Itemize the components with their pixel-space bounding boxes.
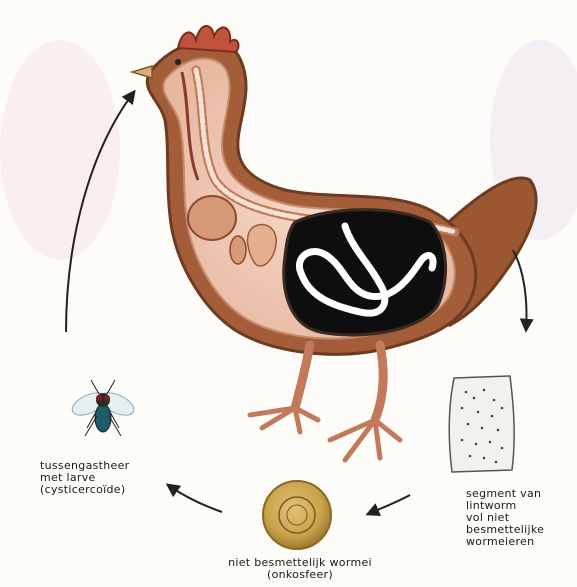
tapeworm-segment-icon [449, 376, 514, 472]
fly-icon [69, 380, 137, 436]
intermediate-host-label: tussengastheer met larve (cysticercoïde) [40, 460, 129, 496]
oncosphere-egg-icon [263, 481, 331, 549]
segment-label: segment van lintworm vol niet besmetteli… [466, 488, 544, 548]
arrow-chicken-to-segment [513, 250, 526, 330]
arrow-segment-to-egg [368, 495, 410, 514]
egg-label: niet besmettelijk wormei (onkosfeer) [200, 557, 400, 581]
arrow-egg-to-fly [168, 485, 222, 512]
